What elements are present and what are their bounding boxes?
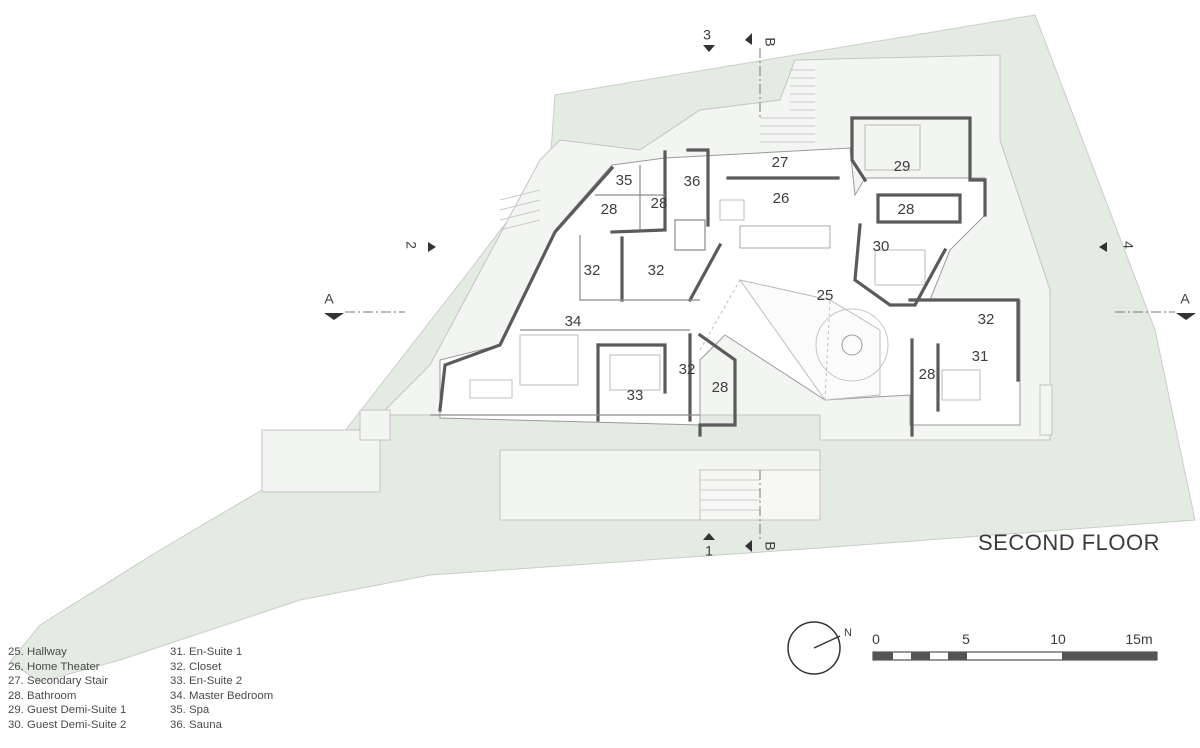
walls [438, 116, 1020, 437]
room-label-33: 33 [627, 387, 644, 404]
legend-item: 28. Bathroom [8, 689, 77, 702]
scale-bar: 0 5 10 15m [872, 631, 1158, 661]
building-floor [439, 124, 1021, 426]
north-arrow: N [787, 621, 852, 675]
room-label-32a: 32 [584, 262, 601, 279]
room-numbers: 25 26 27 28 28 28 28 28 29 30 31 32 32 3… [565, 154, 995, 404]
legend-item: 31. En-Suite 1 [170, 646, 243, 658]
legend-item: 29. Guest Demi-Suite 1 [8, 704, 127, 717]
room-label-29: 29 [894, 158, 911, 175]
room-label-32b: 32 [648, 262, 665, 279]
stair-steps [499, 69, 815, 511]
thin-walls [430, 165, 706, 416]
room-label-27: 27 [772, 154, 789, 171]
room-label-26: 26 [773, 190, 790, 207]
room-label-36: 36 [684, 173, 701, 190]
scale-label-0: 0 [872, 631, 880, 647]
section-marker-4: 4 [1120, 241, 1136, 249]
legend-item: 26. Home Theater [8, 660, 100, 673]
scale-label-10: 10 [1050, 631, 1066, 647]
room-label-25: 25 [817, 287, 834, 304]
room-label-32c: 32 [679, 361, 696, 378]
section-marker-a-left: A [324, 291, 334, 307]
scale-label-15m: 15m [1125, 631, 1152, 647]
north-label: N [844, 627, 852, 639]
legend-item: 35. Spa [170, 704, 210, 717]
section-marker-glyphs [324, 33, 1196, 552]
room-label-28d: 28 [919, 366, 936, 383]
section-marker-a-right: A [1180, 291, 1190, 307]
room-label-28e: 28 [712, 379, 729, 396]
section-markers: 3 B 2 4 A A 1 B [324, 27, 1190, 559]
scale-label-5: 5 [962, 631, 970, 647]
legend-item: 32. Closet [170, 660, 222, 673]
legend-item: 36. Sauna [170, 718, 222, 731]
room-label-28a: 28 [601, 201, 618, 218]
legend-right-column: 31. En-Suite 1 32. Closet 33. En-Suite 2… [170, 645, 273, 733]
section-marker-2: 2 [403, 241, 419, 249]
legend-item: 33. En-Suite 2 [170, 675, 243, 688]
legend-left-column: 25. Hallway 26. Home Theater 27. Seconda… [8, 645, 126, 733]
section-marker-3: 3 [703, 27, 711, 43]
room-label-31: 31 [972, 348, 989, 365]
section-marker-1: 1 [705, 543, 713, 559]
drawing-title: SECOND FLOOR [978, 530, 1161, 555]
room-label-34: 34 [565, 313, 582, 330]
section-marker-b-bottom: B [762, 541, 778, 550]
room-label-35: 35 [616, 172, 633, 189]
room-label-28c: 28 [898, 201, 915, 218]
legend-item: 25. Hallway [8, 646, 67, 658]
section-marker-b-top: B [762, 37, 778, 46]
section-lines [345, 48, 1175, 540]
room-label-28b: 28 [651, 195, 668, 212]
legend-item: 34. Master Bedroom [170, 689, 274, 702]
room-label-32d: 32 [978, 311, 995, 328]
legend-item: 27. Secondary Stair [8, 675, 109, 688]
room-label-30: 30 [873, 238, 890, 255]
legend-item: 30. Guest Demi-Suite 2 [8, 718, 127, 731]
